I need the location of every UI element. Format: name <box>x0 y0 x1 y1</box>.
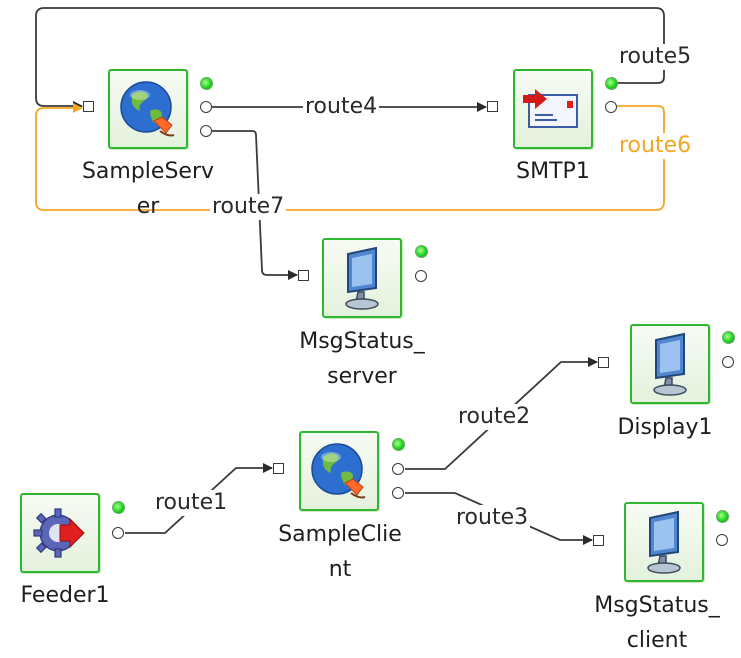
input-port[interactable] <box>598 357 609 368</box>
status-led <box>605 77 618 90</box>
input-port[interactable] <box>273 463 284 474</box>
output-port[interactable] <box>605 101 617 113</box>
node-msgstatus-client[interactable] <box>624 502 704 582</box>
route6-label[interactable]: route6 <box>617 133 694 159</box>
node-label-smtp1: SMTP1 <box>516 159 590 184</box>
node-label-sample-server: SampleServ er <box>81 159 215 219</box>
node-label-feeder1: Feeder1 <box>20 583 110 608</box>
output-port[interactable] <box>392 487 404 499</box>
status-led <box>112 501 125 514</box>
route4-label[interactable]: route4 <box>303 94 380 120</box>
input-port[interactable] <box>298 270 309 281</box>
output-port[interactable] <box>415 270 427 282</box>
route5-label[interactable]: route5 <box>617 44 694 70</box>
route2-label[interactable]: route2 <box>456 404 533 430</box>
output-port[interactable] <box>716 534 728 546</box>
status-led <box>200 77 213 90</box>
output-port[interactable] <box>200 101 212 113</box>
status-led <box>716 510 729 523</box>
monitor-icon <box>653 332 687 396</box>
route7-label[interactable]: route7 <box>210 194 287 220</box>
node-sample-client[interactable] <box>299 431 379 511</box>
status-led <box>415 245 428 258</box>
node-feeder1[interactable] <box>20 493 100 573</box>
node-label-msgstatus-server: MsgStatus_ server <box>299 329 425 389</box>
route5-line[interactable] <box>35 7 665 111</box>
node-label-msgstatus-client: MsgStatus_ client <box>594 593 720 653</box>
route3-label[interactable]: route3 <box>454 505 531 531</box>
input-port[interactable] <box>593 535 604 546</box>
node-label-display1: Display1 <box>617 415 713 440</box>
input-port[interactable] <box>487 101 498 112</box>
output-port[interactable] <box>112 527 124 539</box>
output-port[interactable] <box>200 125 212 137</box>
output-port[interactable] <box>392 463 404 475</box>
node-sample-server[interactable] <box>108 69 188 149</box>
route6-line[interactable] <box>35 103 665 211</box>
input-port[interactable] <box>83 101 94 112</box>
envelope-arrow-icon <box>523 89 578 128</box>
node-msgstatus-server[interactable] <box>322 238 402 318</box>
node-display1[interactable] <box>630 324 710 404</box>
globe-plug-icon <box>311 443 366 499</box>
status-led <box>722 331 735 344</box>
output-port[interactable] <box>722 356 734 368</box>
gear-arrow-icon <box>33 508 85 558</box>
globe-plug-icon <box>120 81 175 137</box>
route1-label[interactable]: route1 <box>153 490 230 516</box>
status-led <box>392 438 405 451</box>
monitor-icon <box>345 246 379 310</box>
monitor-icon <box>647 510 681 574</box>
node-label-sample-client: SampleClie nt <box>278 522 402 582</box>
node-smtp1[interactable] <box>513 69 593 149</box>
